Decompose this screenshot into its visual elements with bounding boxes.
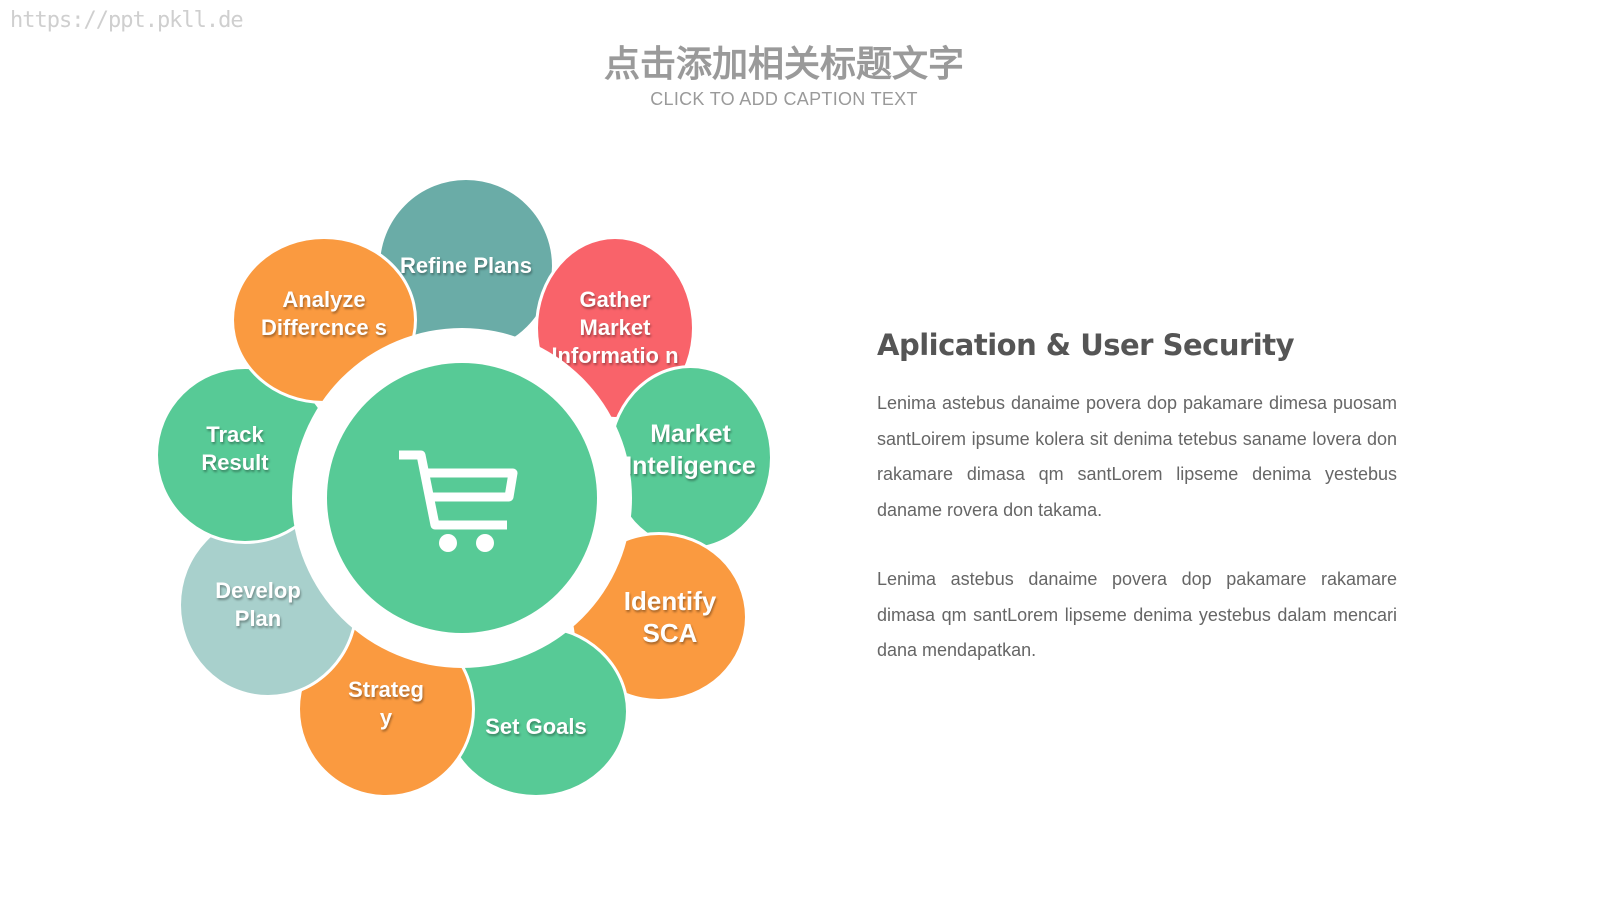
- slide-caption: CLICK TO ADD CAPTION TEXT: [650, 89, 918, 109]
- shopping-cart-icon: [399, 450, 518, 552]
- body-paragraph-2: Lenima astebus danaime povera dop pakama…: [877, 569, 1397, 660]
- slide-title: 点击添加相关标题文字: [603, 44, 964, 85]
- text-column: Aplication & User Security Lenima astebu…: [877, 326, 1397, 669]
- body-paragraph-1: Lenima astebus danaime povera dop pakama…: [877, 393, 1397, 520]
- watermark: https://ppt.pkll.de: [10, 8, 244, 33]
- petal-market-inteligence: Market Inteligence: [608, 365, 773, 550]
- section-heading: Aplication & User Security: [877, 328, 1294, 362]
